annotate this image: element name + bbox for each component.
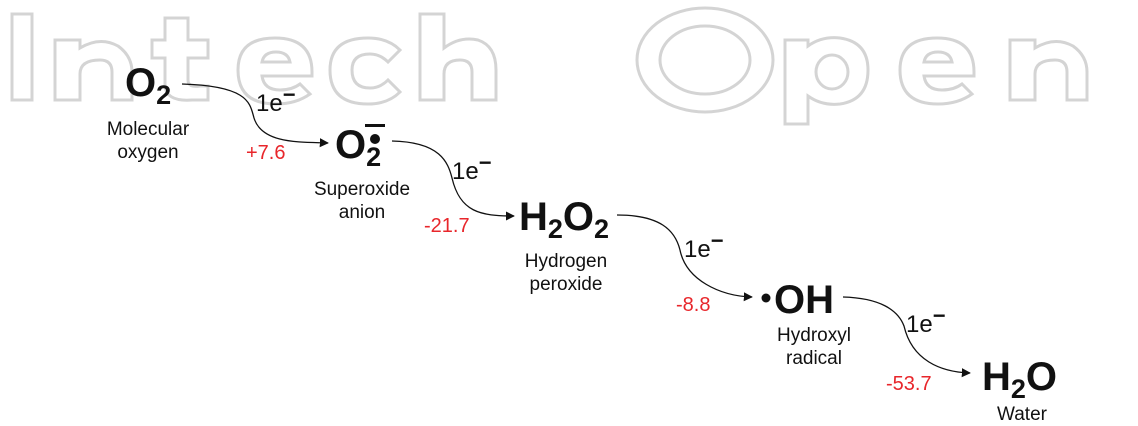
energy-value: -21.7 [424, 215, 470, 237]
formula-hydroxyl: OH [774, 278, 834, 322]
species-name: Hydrogen peroxide [524, 251, 608, 295]
electron-label: 1e− [452, 150, 492, 185]
energy-value: +7.6 [246, 142, 286, 164]
electron-label: 1e− [256, 82, 296, 117]
radical-dot-icon [370, 134, 380, 144]
electron-label: 1e− [684, 228, 724, 263]
species-name: Hydroxyl radical [777, 325, 851, 369]
formula-superoxide: O2 [335, 123, 382, 172]
arrow-h2o2-to-hydroxyl [616, 214, 753, 302]
species-name: Superoxide anion [313, 179, 411, 223]
formula-h2o2: H2O2 [519, 195, 610, 244]
radical-dot-icon [761, 293, 771, 303]
arrow-hydroxyl-to-water [842, 296, 971, 378]
species-name: Water [997, 404, 1047, 425]
radical-charge-bar [365, 124, 385, 127]
formula-o2: O2 [125, 61, 172, 110]
arrow-o2-to-superoxide [181, 83, 329, 148]
species-name: Molecular oxygen [106, 119, 190, 163]
energy-value: -8.8 [676, 294, 711, 316]
electron-label: 1e− [906, 303, 946, 338]
arrow-superoxide-to-h2o2 [391, 140, 515, 221]
formula-water: H2O [982, 355, 1058, 404]
energy-value: -53.7 [886, 373, 932, 395]
